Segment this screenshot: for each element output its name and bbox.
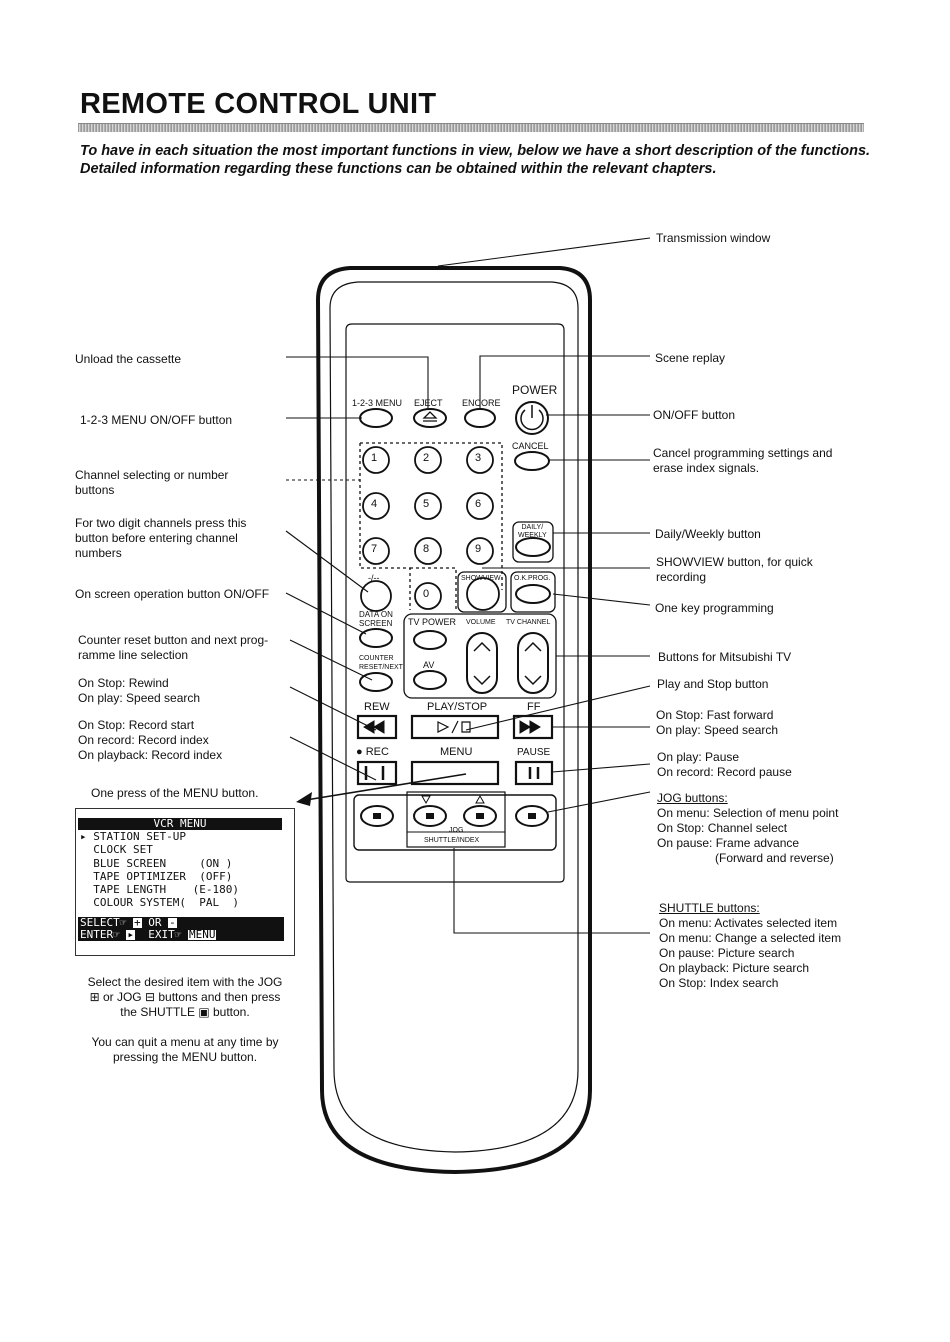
- power-button-shape: [515, 401, 549, 435]
- leader-onscreen: [285, 592, 367, 635]
- osd-header: VCR MENU: [78, 818, 282, 830]
- label-daily: Daily/Weekly button: [655, 527, 761, 541]
- osd-row: COLOUR SYSTEM( PAL ): [80, 896, 239, 910]
- remote-label-eject: EJECT: [414, 398, 443, 408]
- remote-label-tv-power: TV POWER: [408, 617, 457, 627]
- label-unload: Unload the cassette: [75, 352, 182, 366]
- encore-button-shape: [464, 408, 496, 428]
- leader-pause: [551, 763, 651, 773]
- menu-arrowhead: [296, 792, 312, 806]
- remote-label-volume: VOLUME: [466, 619, 496, 626]
- digit-2[interactable]: 2: [423, 452, 430, 464]
- remote-label-play-stop: PLAY/STOP: [427, 701, 488, 713]
- remote-label-ff: FF: [527, 701, 541, 713]
- digit-3[interactable]: 3: [475, 452, 482, 464]
- menu-instructions: Select the desired item with the JOG ⊞ o…: [87, 975, 283, 1064]
- title-rule: [78, 123, 864, 132]
- cancel-button-shape: [514, 451, 550, 471]
- digit-1[interactable]: 1: [371, 452, 378, 464]
- remote-label-av: AV: [423, 660, 435, 670]
- remote-label-shuttle-index: SHUTTLE/INDEX: [424, 837, 480, 844]
- remote-label-jog: JOG: [449, 827, 464, 834]
- osd-row: CLOCK SET: [80, 843, 153, 857]
- remote-label-cancel: CANCEL: [512, 441, 549, 451]
- label-shuttle: SHUTTLE buttons: On menu: Activates sele…: [659, 901, 842, 990]
- remote-label-pause: PAUSE: [517, 747, 551, 758]
- digit-7[interactable]: 7: [371, 543, 378, 555]
- label-transmission: Transmission window: [656, 231, 771, 245]
- leader-transmission: [437, 237, 651, 267]
- leader-playstop: [465, 685, 651, 731]
- remote-label-menu123: 1-2-3 MENU: [352, 398, 403, 408]
- leader-unload: [286, 356, 429, 408]
- digit-6[interactable]: 6: [475, 498, 482, 510]
- leader-scene: [479, 355, 650, 408]
- remote-outer-body: [315, 266, 592, 1175]
- intro-text: To have in each situation the most impor…: [80, 143, 871, 177]
- eject-button-shape: [413, 408, 447, 428]
- leader-jog: [547, 791, 651, 813]
- label-playstop: Play and Stop button: [657, 677, 769, 691]
- label-menu-press: One press of the MENU button.: [91, 786, 259, 800]
- label-scene: Scene replay: [655, 351, 726, 365]
- osd-select-bar: SELECT☞ + OR -: [78, 916, 284, 929]
- digit-9[interactable]: 9: [475, 543, 482, 555]
- leader-twodigit: [285, 530, 369, 593]
- remote-label-rew: REW: [364, 701, 390, 713]
- osd-menu-frame: [75, 808, 295, 956]
- label-onscreen: On screen operation button ON/OFF: [75, 587, 270, 601]
- osd-row: BLUE SCREEN (ON ): [80, 856, 233, 870]
- remote-faceplate: [345, 323, 565, 883]
- leader-shuttle: [453, 848, 650, 934]
- page-title: REMOTE CONTROL UNIT: [80, 88, 437, 120]
- remote-label-daily: DAILY/WEEKLY: [518, 524, 547, 539]
- leader-counter: [289, 639, 373, 681]
- remote-label-dash: -/--: [368, 573, 380, 583]
- digit-4[interactable]: 4: [371, 498, 378, 510]
- remote-label-rec: ● REC: [356, 746, 389, 758]
- label-counter: Counter reset button and next prog-ramme…: [78, 633, 269, 662]
- label-onoff: ON/OFF button: [653, 408, 736, 422]
- digit-8[interactable]: 8: [423, 543, 430, 555]
- remote-label-power: POWER: [512, 383, 558, 397]
- osd-row: TAPE OPTIMIZER (OFF): [80, 869, 233, 883]
- remote-label-showview: SHOWVIEW: [461, 575, 501, 582]
- remote-inner-outline: [329, 281, 579, 1153]
- digit-5[interactable]: 5: [423, 498, 430, 510]
- osd-enter-bar: ENTER☞ ▸ EXIT☞ MENU: [78, 928, 284, 941]
- osd-menu: VCR MENU ▸ STATION SET-UP CLOCK SET BLUE…: [78, 818, 284, 950]
- remote-label-tv-channel: TV CHANNEL: [506, 619, 551, 626]
- remote-label-okprog: O.K.PROG.: [514, 575, 551, 582]
- leader-menu: [305, 773, 467, 801]
- menu123-button-shape: [359, 408, 393, 428]
- osd-row: TAPE LENGTH (E-180): [80, 883, 239, 897]
- label-onekey: One key programming: [655, 601, 774, 615]
- remote-label-menu: MENU: [440, 746, 473, 758]
- label-jog: JOG buttons: On menu: Selection of menu …: [657, 791, 839, 865]
- leader-rewind: [289, 686, 377, 731]
- label-mitsubishi: Buttons for Mitsubishi TV: [658, 650, 792, 664]
- remote-label-encore: ENCORE: [462, 398, 501, 408]
- leader-onekey: [552, 593, 651, 606]
- leader-record: [289, 736, 377, 781]
- digit-0[interactable]: 0: [423, 588, 430, 600]
- label-menu123: 1-2-3 MENU ON/OFF button: [80, 413, 233, 427]
- osd-row: ▸ STATION SET-UP: [80, 830, 186, 843]
